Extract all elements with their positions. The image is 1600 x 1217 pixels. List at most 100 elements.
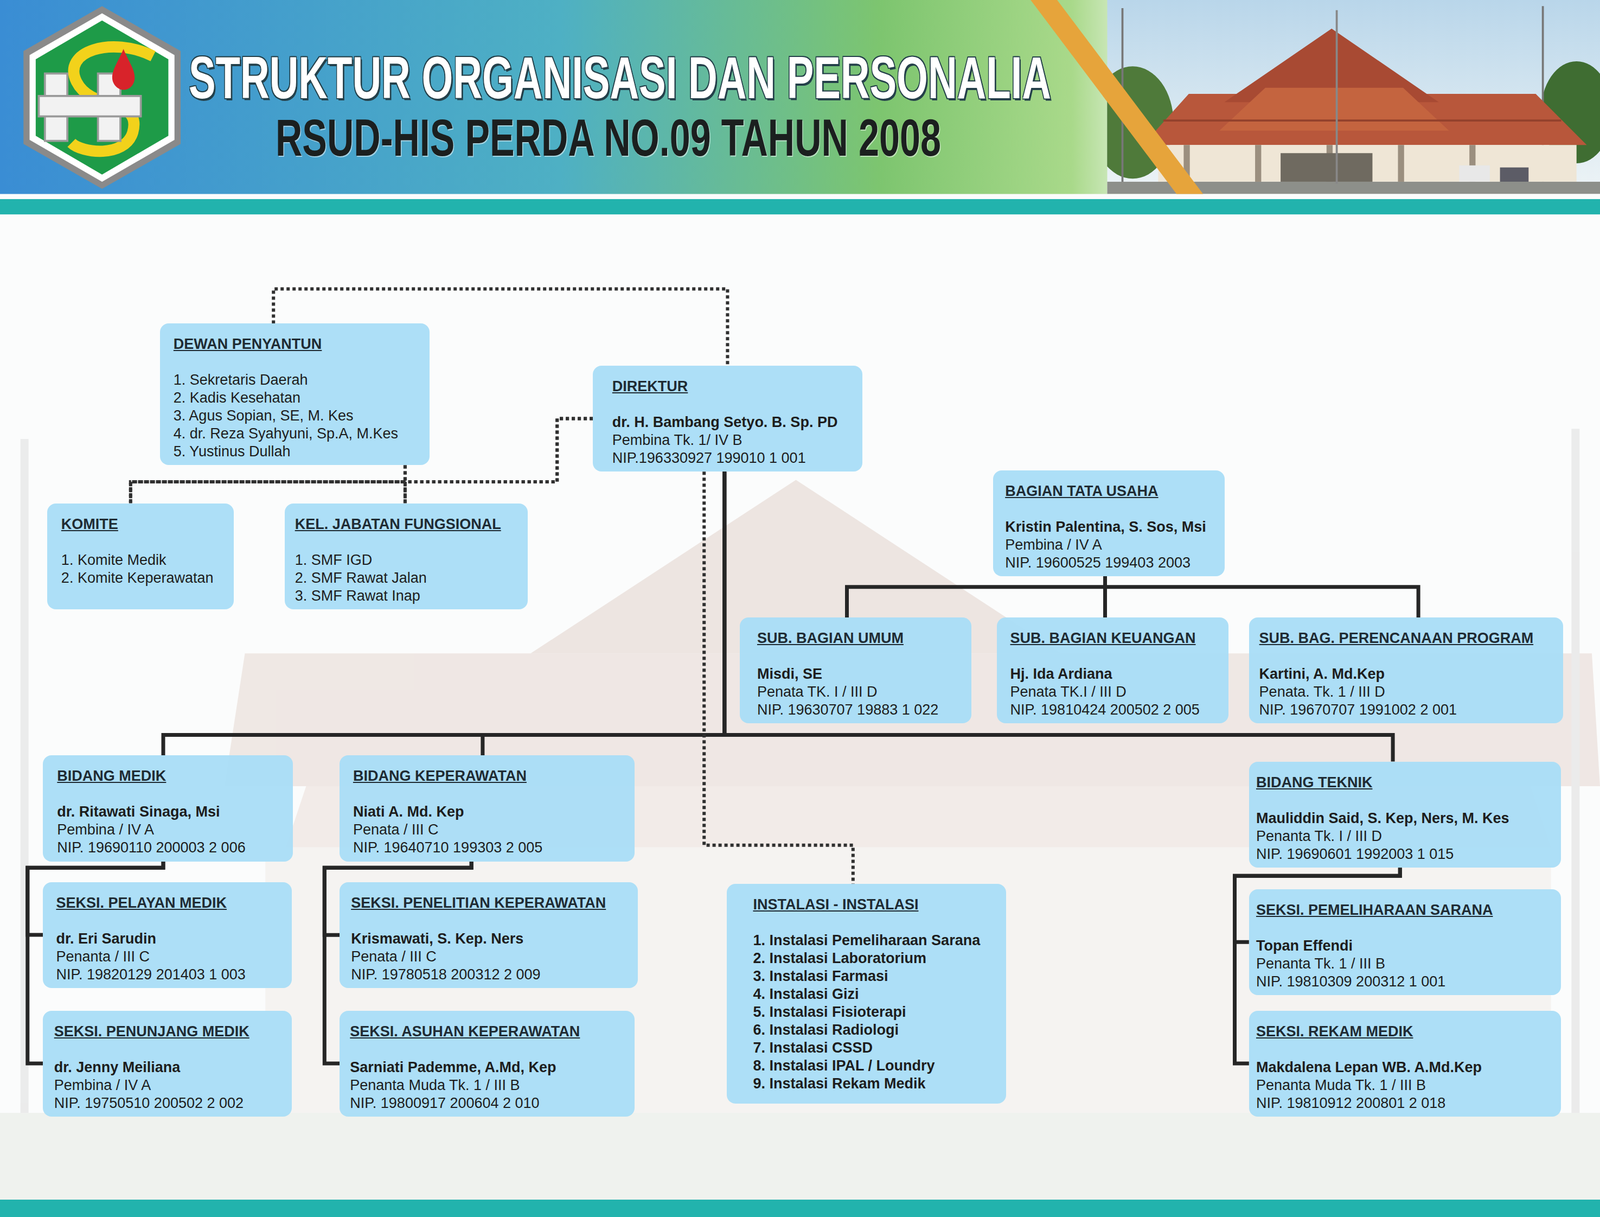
box-text: NIP. 19810424 200502 2 005 [1010, 700, 1200, 719]
org-box: KEL. JABATAN FUNGSIONAL1. SMF IGD2. SMF … [284, 503, 528, 610]
box-text: NIP. 19810309 200312 1 001 [1256, 972, 1446, 991]
box-text: NIP. 19600525 199403 2003 [1005, 553, 1191, 572]
person-name: Mauliddin Said, S. Kep, Ners, M. Kes [1256, 809, 1510, 828]
decor-rect [1157, 144, 1577, 182]
list-item: 1. Komite Medik [61, 551, 167, 569]
box-heading: SEKSI. PELAYAN MEDIK [55, 893, 227, 912]
person-name: Makdalena Lepan WB. A.Md.Kep [1256, 1058, 1482, 1077]
list-item: 5. Instalasi Fisioterapi [752, 1002, 906, 1021]
box-text: Penata TK.I / III D [1010, 682, 1127, 701]
decor-rect [1280, 152, 1373, 182]
list-item: 8. Instalasi IPAL / Loundry [752, 1056, 935, 1075]
box-text: Pembina Tk. 1/ IV B [612, 431, 743, 450]
dotted-connector [405, 418, 593, 503]
list-item: 2. SMF Rawat Jalan [295, 568, 427, 587]
box-text: NIP. 19630707 19883 1 022 [757, 700, 939, 719]
person-name: dr. Ritawati Sinaga, Msi [56, 802, 220, 821]
box-heading: BAGIAN TATA USAHA [1005, 482, 1158, 501]
box-text: Pembina / IV A [56, 820, 155, 839]
box-text: NIP. 19640710 199303 2 005 [353, 838, 543, 857]
org-box: DEWAN PENYANTUN1. Sekretaris Daerah2. Ka… [160, 323, 430, 465]
solid-connector [1105, 576, 1419, 618]
org-box: SEKSI. PENUNJANG MEDIK dr. Jenny Meiliana… [42, 1010, 292, 1117]
box-text: NIP.196330927 199010 1 001 [612, 449, 806, 467]
org-box: BIDANG KEPERAWATANNiati A. Md. KepPenata… [339, 754, 635, 862]
list-item: 1. Sekretaris Daerah [173, 370, 309, 389]
list-item: 3. SMF Rawat Inap [295, 586, 421, 605]
list-item: 4. Instalasi Gizi [752, 984, 859, 1003]
person-name: Misdi, SE [757, 664, 823, 683]
person-name: Hj. Ida Ardiana [1010, 664, 1113, 683]
box-text: Pembina / IV A [54, 1076, 152, 1094]
person-name: dr. Eri Sarudin [55, 929, 157, 948]
list-item: 3. Agus Sopian, SE, M. Kes [173, 406, 354, 425]
header-band [0, 0, 1600, 195]
box-heading: SUB. BAG. PERENCANAAN PROGRAM [1259, 629, 1534, 648]
box-text: Penata TK. I / III D [757, 682, 878, 701]
decor-rect [1255, 144, 1262, 182]
org-box: DIREKTURdr. H. Bambang Setyo. B. Sp. PDP… [592, 365, 863, 472]
box-heading: SEKSI. PENELITIAN KEPERAWATAN [350, 893, 606, 912]
list-item: 6. Instalasi Radiologi [752, 1020, 899, 1039]
box-text: Penanta Tk. I / III D [1256, 827, 1382, 846]
box-heading: BIDANG TEKNIK [1256, 773, 1373, 792]
box-text: Pembina / IV A [1005, 535, 1103, 554]
person-name: Sarniati Pademme, A.Md, Kep [349, 1058, 556, 1077]
box-heading: BIDANG KEPERAWATAN [353, 766, 527, 785]
org-box: SEKSI. REKAM MEDIK Makdalena Lepan WB. A.… [1249, 1010, 1562, 1117]
box-heading: SEKSI. PEMELIHARAAN SARANA [1256, 900, 1494, 919]
chart-title: STRUKTUR ORGANISASI DAN PERSONALIA [188, 47, 1052, 108]
decor-polygon [23, 5, 181, 189]
box-heading: SEKSI. PENUNJANG MEDIK [54, 1022, 250, 1041]
box-text: Penata / III C [350, 947, 437, 966]
list-item: 3. Instalasi Farmasi [752, 967, 888, 985]
subtitle: RSUD-HIS PERDA NO.09 TAHUN 2008 [275, 111, 942, 164]
decor-rect [1500, 167, 1529, 182]
decor-polygon [1219, 87, 1449, 131]
list-item: 5. Yustinus Dullah [173, 442, 291, 461]
org-box: KOMITE1. Komite Medik2. Komite Keperawat… [47, 503, 234, 610]
org-box: SUB. BAG. PERENCANAAN PROGRAM Kartini, A.… [1249, 617, 1564, 723]
box-text: NIP. 19820129 201403 1 003 [55, 965, 246, 984]
decor-line [1335, 10, 1339, 184]
hospital-logo [23, 5, 181, 189]
box-text: Penata / III C [353, 820, 439, 839]
box-text: Penanta Muda Tk. 1 / III B [349, 1076, 520, 1094]
decor-rect [1397, 144, 1404, 182]
top-rule [0, 199, 1600, 215]
decor-line [1163, 119, 1562, 122]
list-item: 7. Instalasi CSSD [752, 1038, 873, 1057]
org-box: BAGIAN TATA USAHA Kristin Palentina, S. S… [993, 470, 1225, 576]
box-text: NIP. 19780518 200312 2 009 [350, 965, 541, 984]
decor-rect [1458, 165, 1490, 182]
list-item: 2. Komite Keperawatan [61, 568, 214, 587]
box-heading: SUB. BAGIAN KEUANGAN [1010, 629, 1196, 648]
box-text: NIP. 19690110 200003 2 006 [56, 838, 246, 857]
dotted-connector [403, 464, 407, 503]
person-name: Kartini, A. Md.Kep [1259, 664, 1386, 683]
box-text: NIP. 19810912 200801 2 018 [1256, 1093, 1446, 1112]
box-heading: SEKSI. ASUHAN KEPERAWATAN [349, 1022, 580, 1041]
decor-polygon [35, 20, 169, 175]
list-item: 1. Instalasi Pemeliharaan Sarana [752, 931, 981, 950]
person-name: Topan Effendi [1256, 936, 1353, 955]
box-heading: SUB. BAGIAN UMUM [757, 629, 904, 648]
box-text: Penanta Tk. 1 / III B [1256, 954, 1386, 973]
decor-rect [0, 1112, 1600, 1200]
org-box: SEKSI. PENELITIAN KEPERAWATANKrismawati,… [339, 881, 638, 989]
org-box: BIDANG MEDIKdr. Ritawati Sinaga, MsiPemb… [42, 754, 293, 862]
list-item: 1. SMF IGD [295, 551, 373, 569]
box-text: NIP. 19670707 1991002 2 001 [1259, 700, 1457, 719]
person-name: dr. H. Bambang Setyo. B. Sp. PD [612, 413, 838, 432]
list-item: 9. Instalasi Rekam Medik [752, 1074, 926, 1093]
box-heading: SEKSI. REKAM MEDIK [1256, 1022, 1414, 1041]
box-text: NIP. 19690601 1992003 1 015 [1256, 845, 1454, 863]
org-box: SUB. BAGIAN UMUM Misdi, SEPenata TK. I / … [739, 617, 972, 723]
org-box: BIDANG TEKNIK Mauliddin Said, S. Kep, Ner… [1249, 761, 1562, 868]
person-name: dr. Jenny Meiliana [54, 1058, 181, 1077]
faded-building [0, 428, 1600, 1200]
solid-connector [163, 471, 725, 755]
decor-rect [265, 847, 1552, 1113]
person-name: Kristin Palentina, S. Sos, Msi [1005, 517, 1207, 536]
